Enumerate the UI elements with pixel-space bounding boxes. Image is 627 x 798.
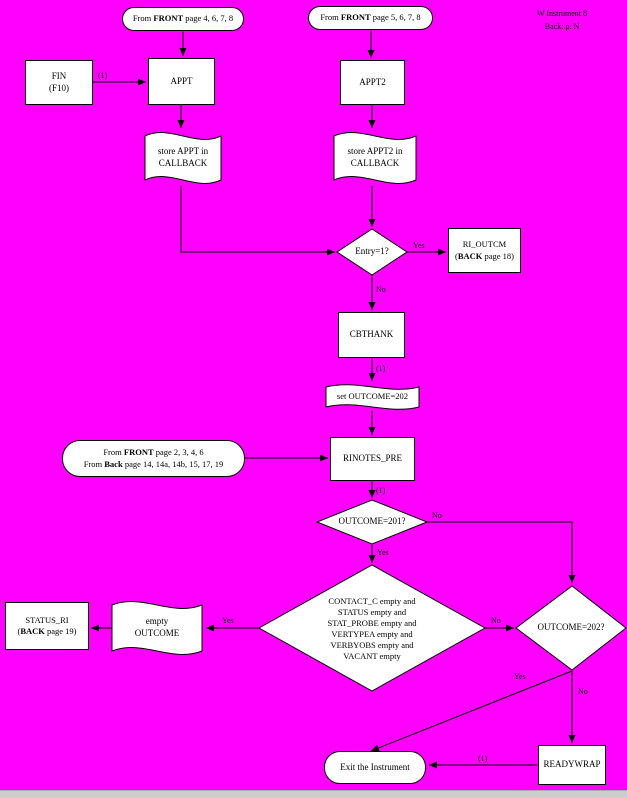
edge-label-outcome202-no: No	[578, 687, 588, 696]
tape-shape-icon	[325, 384, 420, 410]
node-rinotes-pre: RINOTES_PRE	[330, 437, 415, 481]
node-start-front-left: From FRONT page 4, 6, 7, 8	[122, 7, 244, 31]
node-ri-outcm: RI_OUTCM (BACK page 18)	[448, 228, 521, 273]
node-big-condition-decision: CONTACT_C empty and STATUS empty and STA…	[327, 595, 417, 662]
big-condition-diamond-shape	[257, 564, 487, 692]
node-store-appt2: store APPT2 in CALLBACK	[333, 130, 417, 186]
edge-label-entry-no: No	[376, 285, 386, 294]
node-exit-instrument: Exit the Instrument	[324, 751, 426, 784]
node-outcome201-label: OUTCOME=201?	[338, 516, 406, 527]
node-readywrap: READYWRAP	[538, 745, 606, 785]
edge-label-entry-yes: Yes	[413, 241, 425, 250]
flag-shape-icon	[333, 132, 417, 184]
node-set-outcome: set OUTCOME=202	[325, 383, 420, 411]
node-appt-label: APPT	[170, 75, 193, 86]
node-outcome202-decision: OUTCOME=202?	[514, 621, 627, 635]
node-start-front-right: From FRONT page 5, 6, 7, 8	[308, 6, 433, 30]
node-store-appt-label: store APPT in	[157, 146, 209, 157]
edge-label-readywrap-exit: (1)	[478, 754, 488, 763]
edge-label-outcome202-yes: Yes	[514, 672, 526, 681]
node-start-front-right-label: From FRONT page 5, 6, 7, 8	[320, 12, 421, 23]
node-store-appt: store APPT in CALLBACK	[144, 130, 222, 186]
node-readywrap-label: READYWRAP	[543, 759, 601, 770]
edge-label-fin-appt: (1)	[98, 71, 108, 80]
node-from-front-back-line2: From Back page 14, 14a, 14b, 15, 17, 19	[83, 458, 224, 469]
node-appt2-label: APPT2	[359, 76, 386, 87]
node-status-ri: STATUS_RI (BACK page 19)	[5, 602, 89, 650]
node-appt2: APPT2	[340, 60, 405, 105]
horizontal-scrollbar[interactable]	[0, 790, 627, 798]
node-entry-decision-label: Entry=1?	[355, 246, 389, 257]
corner-note-line2: Back: p. N	[544, 21, 580, 31]
outcome201-diamond-shape	[315, 499, 429, 545]
node-fin: FIN (F10)	[25, 60, 93, 105]
corner-note: W Instrument 8 Back: p. N	[502, 8, 622, 34]
corner-note-line1: W Instrument 8	[536, 9, 588, 18]
node-from-front-back: From FRONT page 2, 3, 4, 6 From Back pag…	[62, 440, 245, 477]
outcome202-diamond-shape	[515, 585, 627, 671]
node-from-front-back-line1: From FRONT page 2, 3, 4, 6	[103, 447, 204, 458]
node-set-outcome-label: set OUTCOME=202	[336, 391, 409, 402]
node-fin-label: FIN	[51, 70, 67, 81]
edge-label-outcome201-no: No	[432, 511, 442, 520]
flag-shape-icon	[144, 132, 222, 184]
edge-label-rinotes-out: (1)	[376, 486, 386, 495]
node-outcome202-label: OUTCOME=202?	[537, 622, 605, 633]
node-appt: APPT	[148, 58, 215, 105]
node-big-condition-label: CONTACT_C empty and	[328, 595, 416, 606]
node-start-front-left-label: From FRONT page 4, 6, 7, 8	[132, 13, 234, 24]
node-entry-decision: Entry=1?	[332, 245, 412, 259]
node-store-appt2-label: store APPT2 in	[347, 146, 403, 157]
node-outcome201-decision: OUTCOME=201?	[312, 515, 432, 529]
node-cbthank: CBTHANK	[338, 312, 405, 358]
edge-label-big-no: No	[491, 616, 501, 625]
entry-diamond-shape	[336, 228, 408, 276]
edge-label-big-yes: Yes	[222, 616, 234, 625]
edge-label-outcome201-yes: Yes	[377, 548, 389, 557]
flag-shape-icon	[111, 601, 203, 655]
node-ri-outcm-label: RI_OUTCM	[462, 239, 507, 250]
node-exit-instrument-label: Exit the Instrument	[340, 761, 410, 772]
node-status-ri-label: STATUS_RI	[25, 614, 69, 625]
edge-label-cbthank-out: (1)	[376, 364, 386, 373]
node-empty-outcome-label: empty	[145, 616, 169, 627]
node-rinotes-pre-label: RINOTES_PRE	[342, 453, 402, 464]
node-cbthank-label: CBTHANK	[349, 329, 394, 340]
node-empty-outcome: empty OUTCOME	[111, 599, 203, 657]
